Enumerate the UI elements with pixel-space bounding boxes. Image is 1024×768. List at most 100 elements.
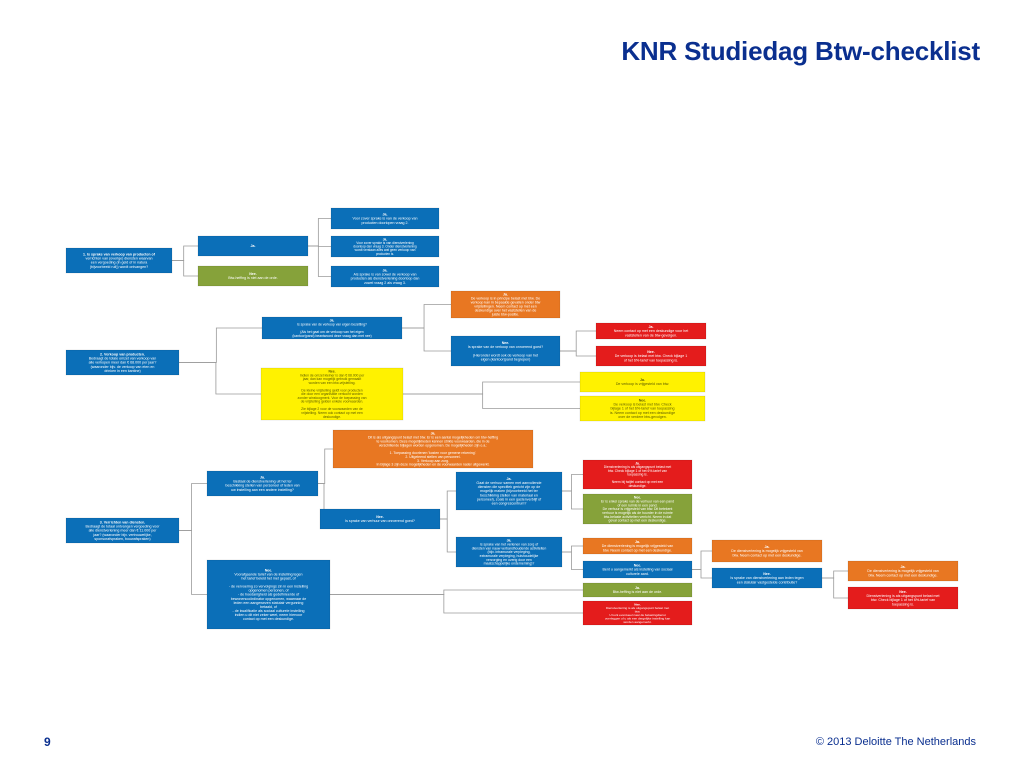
flow-node-box — [847, 560, 959, 582]
flow-node-q3-under-ja: Ja.Btw-heffing is niet aan de orde. — [582, 582, 693, 598]
flow-node-text-line: Nee. — [634, 602, 641, 606]
flow-node-text-line: is. Neem contact op met een deskundige — [610, 411, 675, 415]
connector-q3-under-to-q3-under-ja — [330, 589, 583, 595]
flow-node-text-line: culturele aard. — [626, 572, 649, 576]
flow-node-q3-ja-nee-nee: Nee.Er is enkel sprake van de verhuur va… — [582, 493, 693, 525]
flow-node-box — [455, 536, 563, 568]
flow-node-text-line: verkoop kan in bepaalde gevallen onder b… — [471, 301, 541, 305]
flow-node-q1: 1. Is sprake van verkoop van producten o… — [65, 247, 173, 274]
flow-node-q1-ja: Ja. — [197, 235, 309, 257]
flow-node-text-line: Nee. — [328, 370, 335, 374]
flow-node-box — [579, 371, 706, 393]
flow-node-text-line: bewonerscoördinator opgenomen, waarnaar … — [231, 597, 307, 601]
flow-node-text-line: betaald, of — [260, 605, 277, 609]
flow-node-q2: 2. Verkoop van producten.Bedraagt de tot… — [65, 349, 180, 376]
connector-q2-to-q2-yellow — [179, 362, 261, 395]
flow-node-text-line: contact op met een deskundige. — [243, 617, 294, 621]
flow-node-box — [582, 459, 693, 490]
flow-node-text-line: Neem contact op met een deskundige voor … — [614, 329, 689, 333]
flow-node-text-line: Als sprake is van zowel de verkoop van — [354, 273, 417, 277]
flow-node-text-line: eigen (kantoor)pand begrepen) — [481, 357, 531, 361]
flow-node-text-line: te voorkomen. Deze mogelijkheden kennen … — [377, 439, 490, 443]
flow-node-text-line: De verkoop is in principe belast met btw… — [471, 297, 540, 301]
flow-node-text-line: vrijstelling. Neem ook contact op met ee… — [301, 411, 363, 415]
flow-node-text-line: drinken in een kantine) — [104, 369, 140, 373]
flow-node-text-line: Ja. — [901, 565, 906, 569]
connector-q3-to-q3-under — [179, 530, 207, 595]
flow-node-q2-nee-nee: Nee.De verkoop is belast met btw. Check … — [595, 345, 707, 367]
flow-node-text-line: jaar? (waaronder bijv. vertrouwelijke, — [92, 533, 151, 537]
flow-node-box — [330, 265, 440, 288]
flow-node-box — [711, 539, 823, 563]
connector-q2-nee-to-q2-nee-ja — [560, 330, 596, 352]
flow-node-q3-nee: Nee.Is sprake van verhuur van onroerend … — [319, 508, 441, 530]
flow-node-text-line: Btw-heffing is niet aan de orde. — [613, 590, 662, 594]
flow-node-text-line: deskundige. — [323, 415, 341, 419]
flowchart-connectors — [172, 218, 848, 614]
connector-q2-to-q2-ja — [179, 327, 262, 363]
flow-node-box — [450, 290, 561, 319]
flow-node-q3-ja-nee: Ja.Gaat de verhuur samen met aanvullende… — [455, 471, 563, 511]
flow-node-text-line: producten als dienstverlening doorloop d… — [351, 277, 420, 281]
flow-node-text-line: - de kwalificatie als sociaal culturele … — [233, 609, 305, 613]
flow-node-text-line: Ja. — [260, 476, 265, 480]
connector-q3-nee-nee-nee-to-q3-r1 — [692, 550, 712, 570]
flow-node-text-line: overleggen of u als een dergelijke inste… — [605, 616, 671, 620]
connector-q3-ja-nee-to-q3-ja-nee-ja — [562, 474, 583, 492]
flow-node-text-line: Ja. — [383, 237, 388, 241]
flow-node-text-line: 1. Is sprake van verkoop van producten o… — [83, 253, 156, 257]
flow-node-text-line: Nee. — [265, 569, 273, 573]
flow-node-q2-yellow: Nee.Indien de omzet kleiner is dan € 68.… — [260, 367, 404, 421]
flow-node-text-line: Is sprake van verhuur van onroerend goed… — [345, 519, 415, 523]
flow-node-text-line: juiste btw-positie. — [491, 313, 519, 317]
flow-node-text-line: Ja. — [431, 432, 436, 436]
flow-node-text-line: De kleine vrijstelling geldt voor produc… — [301, 388, 362, 392]
flow-node-q3: 3. Verrichten van diensten.Bedraagt de t… — [65, 517, 180, 544]
flow-node-text-line: wordt verstaan alles wat geen verkoop va… — [355, 248, 416, 252]
flow-node-text-line: verrichten van (overige) diensten waarva… — [86, 257, 153, 261]
flow-node-text-line: Bent u aangemerkt als instelling van soc… — [603, 568, 673, 572]
flow-node-text-line: btw. — [635, 609, 641, 613]
connector-q2-yellow-to-q2-yellow-a — [403, 381, 580, 395]
flow-node-text-line: (bijvoorbeeld ruil)) wordt ontvangen? — [90, 265, 148, 269]
flow-node-text-line: of een ruimte in een pand. — [618, 503, 658, 507]
flow-node-text-line: Er is enkel sprake van de verhuur van ee… — [601, 499, 674, 503]
flow-node-text-line: De verkoop is vrijgesteld van btw. — [616, 382, 669, 386]
flow-node-text-line: De dienstverlening is mogelijk vrijgeste… — [731, 549, 803, 553]
flow-node-q2-nee: Nee.Is sprake van de verkoop van onroere… — [450, 335, 561, 367]
flow-node-box — [261, 316, 403, 340]
flow-node-box — [332, 429, 534, 469]
flow-node-text-line: Is sprake van de verkoop van eigen bezet… — [297, 322, 367, 326]
flow-node-text-line: De dienstverlening is mogelijk vrijgeste… — [602, 544, 674, 548]
flow-node-text-line: toepassing is. — [892, 602, 914, 606]
flow-node-box — [579, 395, 706, 422]
flow-node-box — [582, 582, 693, 598]
page-number: 9 — [44, 735, 51, 749]
flow-node-text-line: Nee. — [639, 399, 647, 403]
flow-node-text-line: de vrijstelling gelden enkele voorwaarde… — [301, 400, 364, 404]
flow-node-text-line: opgenomen personen, of — [249, 589, 289, 593]
flow-node-box — [330, 235, 440, 258]
flow-node-box — [330, 207, 440, 230]
flow-node-text-line: het tarief beleid het met gepast, of — [241, 577, 295, 581]
flow-node-text-line: Bestaat de dienstverlening uit het ter — [233, 480, 292, 484]
flow-node-text-line: leden een aangewezen statutair vergunnin… — [234, 601, 304, 605]
flow-node-text-line: extramurale verpleging, huishoudelijke — [480, 554, 539, 558]
flow-node-text-line: Nee. — [249, 272, 257, 276]
connector-q1-ja-to-q1-ja-a — [308, 218, 331, 247]
flow-node-q2-ja-o: Ja.De verkoop is in principe belast met … — [450, 290, 561, 319]
flow-node-text-line: worden aangemerkt. — [623, 620, 651, 624]
flow-node-text-line: Gaat de verhuur samen met aanvullende — [476, 481, 541, 485]
flow-node-box — [455, 471, 563, 511]
flow-node-text-line: een congrescentrum? — [492, 501, 527, 505]
flow-node-text-line: (waaronder bijv. de verkoop van eten en — [91, 365, 155, 369]
flow-node-text-line: Nee. — [899, 590, 907, 594]
flow-node-text-line: Btw-heffing is niet aan de orde. — [228, 276, 277, 280]
flow-node-text-line: indien u dit niet zeker weet, neem hierv… — [235, 613, 303, 617]
flow-node-text-line: doorloop dan vraag 3. Onder dienstverlen… — [353, 245, 417, 249]
flow-node-q3-r2: Nee.Is sprake van dienstverlening aan le… — [711, 567, 823, 589]
flow-node-text-line: Dienstverlening is als uitgangspunt bela… — [866, 594, 939, 598]
flow-node-q1-nee: Nee.Btw-heffing is niet aan de orde. — [197, 265, 309, 287]
flow-node-text-line: deskundige over het vaststellen van de — [475, 309, 537, 313]
flow-node-q2-yellow-a: Ja.De verkoop is vrijgesteld van btw. — [579, 371, 706, 393]
